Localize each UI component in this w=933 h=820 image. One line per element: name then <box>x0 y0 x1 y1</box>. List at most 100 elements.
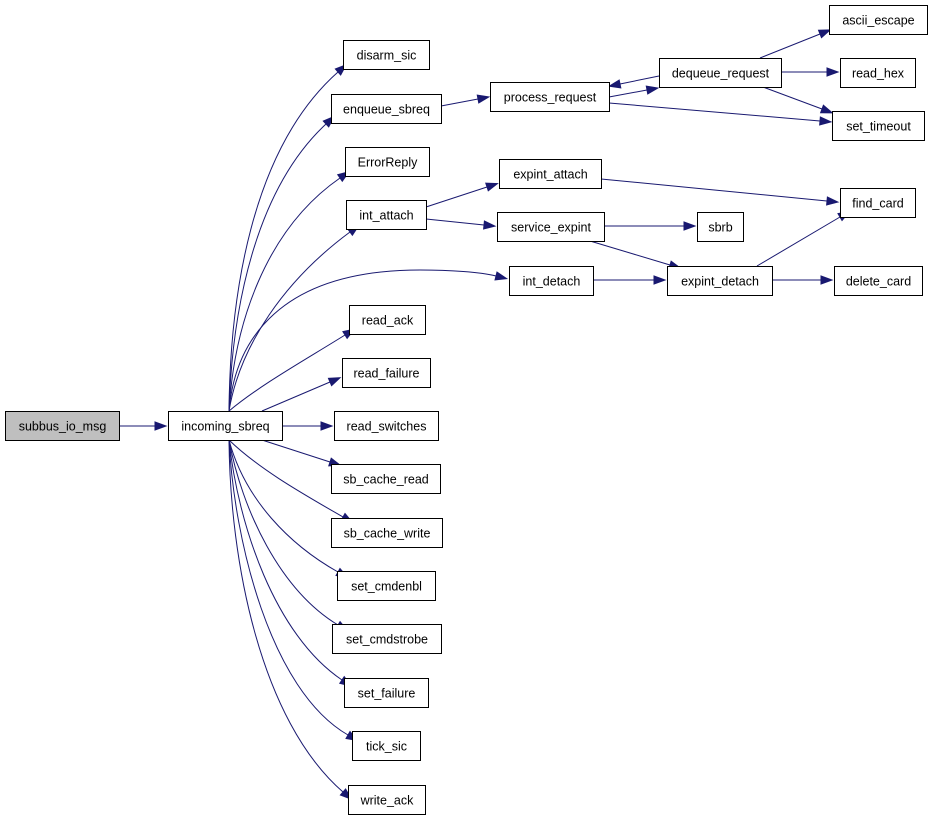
node-box-process_request <box>490 82 610 112</box>
node-service_expint[interactable]: service_expint <box>497 212 605 242</box>
node-set_cmdstrobe[interactable]: set_cmdstrobe <box>332 624 442 654</box>
edge-process_request-to-set_timeout-arrowhead <box>819 116 833 126</box>
node-label-int_attach: int_attach <box>359 209 413 223</box>
node-box-set_cmdenbl <box>337 571 436 601</box>
edge-int_attach-to-expint_attach-arrowhead <box>485 182 499 192</box>
node-dequeue_request[interactable]: dequeue_request <box>659 58 782 88</box>
edge-enqueue_sbreq-to-process_request <box>440 94 491 107</box>
node-sbrb[interactable]: sbrb <box>697 212 744 242</box>
node-label-process_request: process_request <box>504 91 597 105</box>
edge-incoming_sbreq-to-sb_cache_read <box>261 439 342 467</box>
edge-incoming_sbreq-to-set_cmdenbl-line <box>228 439 339 573</box>
edge-service_expint-to-sbrb <box>604 221 697 231</box>
edge-expint_detach-to-delete_card-arrowhead <box>820 275 834 285</box>
edge-incoming_sbreq-to-set_cmdenbl <box>228 439 349 579</box>
node-label-set_cmdenbl: set_cmdenbl <box>351 580 422 594</box>
edge-incoming_sbreq-to-int_detach-arrowhead <box>494 271 509 281</box>
edge-incoming_sbreq-to-sb_cache_read-line <box>261 439 331 463</box>
edge-incoming_sbreq-to-read_failure-arrowhead <box>327 377 342 387</box>
node-incoming_sbreq[interactable]: incoming_sbreq <box>168 411 283 441</box>
edge-incoming_sbreq-to-set_failure-line <box>228 439 343 681</box>
edge-enqueue_sbreq-to-process_request-arrowhead <box>476 94 491 104</box>
node-box-sb_cache_write <box>331 518 443 548</box>
edge-expint_detach-to-find_card-line <box>756 216 841 267</box>
edge-subbus_io_msg-to-incoming_sbreq <box>119 421 168 431</box>
edge-int_attach-to-expint_attach <box>425 182 499 208</box>
edge-expint_detach-to-find_card <box>756 210 851 267</box>
edge-int_detach-to-expint_detach-arrowhead <box>653 275 667 285</box>
node-expint_detach[interactable]: expint_detach <box>667 266 773 296</box>
edge-process_request-to-dequeue_request <box>608 85 660 98</box>
edge-expint_attach-to-find_card <box>600 178 840 206</box>
edge-int_detach-to-expint_detach <box>593 275 667 285</box>
edge-dequeue_request-to-read_hex <box>781 67 840 77</box>
node-sb_cache_read[interactable]: sb_cache_read <box>331 464 441 494</box>
node-box-find_card <box>840 188 916 218</box>
node-label-dequeue_request: dequeue_request <box>672 67 770 81</box>
node-label-disarm_sic: disarm_sic <box>357 49 417 63</box>
node-label-expint_detach: expint_detach <box>681 275 759 289</box>
node-sb_cache_write[interactable]: sb_cache_write <box>331 518 443 548</box>
node-label-subbus_io_msg: subbus_io_msg <box>19 420 107 434</box>
node-label-expint_attach: expint_attach <box>513 168 587 182</box>
edge-incoming_sbreq-to-tick_sic-line <box>228 439 349 736</box>
node-expint_attach[interactable]: expint_attach <box>499 159 602 189</box>
edge-int_attach-to-service_expint <box>425 218 497 230</box>
node-tick_sic[interactable]: tick_sic <box>352 731 421 761</box>
edge-process_request-to-dequeue_request-line <box>608 89 648 98</box>
node-enqueue_sbreq[interactable]: enqueue_sbreq <box>331 94 442 124</box>
node-subbus_io_msg[interactable]: subbus_io_msg <box>5 411 120 441</box>
edge-dequeue_request-to-read_hex-arrowhead <box>826 67 840 77</box>
edge-incoming_sbreq-to-int_detach-line <box>228 269 497 412</box>
edge-incoming_sbreq-to-enqueue_sbreq-line <box>228 123 327 412</box>
node-read_switches[interactable]: read_switches <box>334 411 439 441</box>
node-box-read_hex <box>840 58 916 88</box>
node-write_ack[interactable]: write_ack <box>348 785 426 815</box>
edge-incoming_sbreq-to-int_attach <box>228 224 361 412</box>
node-box-sbrb <box>697 212 744 242</box>
node-process_request[interactable]: process_request <box>490 82 610 112</box>
node-set_timeout[interactable]: set_timeout <box>832 111 925 141</box>
node-ascii_escape[interactable]: ascii_escape <box>829 5 928 35</box>
node-label-set_failure: set_failure <box>358 687 416 701</box>
edge-incoming_sbreq-to-int_detach <box>228 269 509 412</box>
node-box-read_failure <box>342 358 431 388</box>
edge-incoming_sbreq-to-read_switches <box>282 421 334 431</box>
node-find_card[interactable]: find_card <box>840 188 916 218</box>
node-read_ack[interactable]: read_ack <box>349 305 426 335</box>
edge-dequeue_request-to-process_request-line <box>619 75 660 85</box>
node-box-ascii_escape <box>829 5 928 35</box>
edge-dequeue_request-to-set_timeout-arrowhead <box>819 104 834 114</box>
edge-int_attach-to-service_expint-line <box>425 218 485 226</box>
node-int_attach[interactable]: int_attach <box>346 200 427 230</box>
node-box-delete_card <box>834 266 923 296</box>
edge-process_request-to-set_timeout-line <box>608 102 821 122</box>
node-ErrorReply[interactable]: ErrorReply <box>345 147 430 177</box>
node-read_hex[interactable]: read_hex <box>840 58 916 88</box>
edge-incoming_sbreq-to-read_failure <box>261 377 342 412</box>
node-set_failure[interactable]: set_failure <box>344 678 429 708</box>
node-box-int_detach <box>509 266 594 296</box>
node-disarm_sic[interactable]: disarm_sic <box>343 40 430 70</box>
edge-expint_attach-to-find_card-arrowhead <box>826 196 840 206</box>
node-label-set_timeout: set_timeout <box>846 120 911 134</box>
node-label-ErrorReply: ErrorReply <box>358 156 418 170</box>
node-label-ascii_escape: ascii_escape <box>842 14 914 28</box>
node-box-expint_attach <box>499 159 602 189</box>
node-label-sb_cache_read: sb_cache_read <box>343 473 429 487</box>
node-label-delete_card: delete_card <box>846 275 911 289</box>
node-set_cmdenbl[interactable]: set_cmdenbl <box>337 571 436 601</box>
node-label-set_cmdstrobe: set_cmdstrobe <box>346 633 428 647</box>
node-delete_card[interactable]: delete_card <box>834 266 923 296</box>
node-int_detach[interactable]: int_detach <box>509 266 594 296</box>
node-box-set_failure <box>344 678 429 708</box>
edge-dequeue_request-to-set_timeout-line <box>762 86 823 110</box>
edge-service_expint-to-expint_detach <box>589 240 682 270</box>
node-box-read_ack <box>349 305 426 335</box>
edge-dequeue_request-to-process_request <box>607 75 660 89</box>
node-box-enqueue_sbreq <box>331 94 442 124</box>
node-read_failure[interactable]: read_failure <box>342 358 431 388</box>
edge-incoming_sbreq-to-sb_cache_write-line <box>228 439 344 518</box>
edge-dequeue_request-to-set_timeout <box>762 86 834 114</box>
